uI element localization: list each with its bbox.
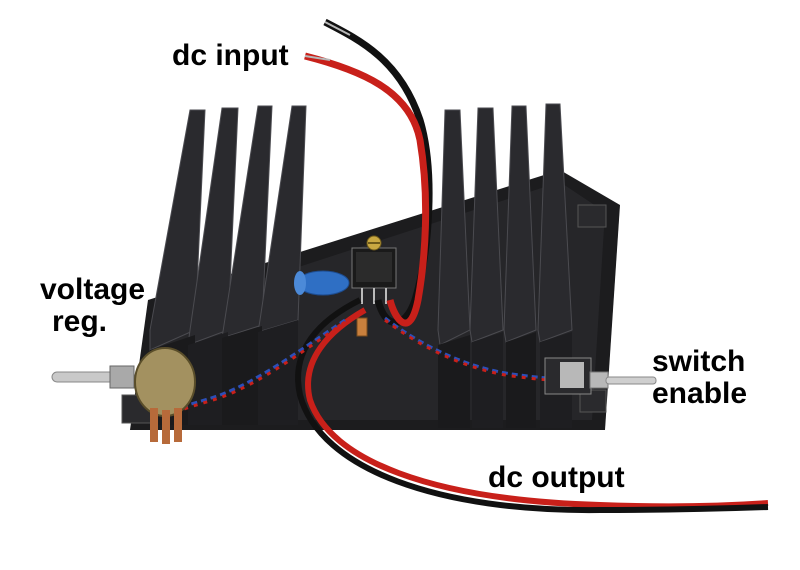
dc-output-wires — [295, 297, 769, 514]
potentiometer — [51, 347, 196, 444]
switch-label: switch — [652, 345, 746, 378]
dc-input-label: dc input — [172, 39, 289, 72]
signal-wires — [174, 316, 556, 414]
heatsink-fins-right — [437, 103, 573, 428]
regulator-ic — [351, 235, 397, 304]
capacitor — [294, 270, 350, 296]
resistor — [356, 317, 368, 337]
toggle-switch — [544, 357, 657, 395]
reg-label: reg. — [52, 305, 108, 338]
dc-input-wires — [304, 18, 433, 327]
dc-output-label: dc output — [488, 461, 625, 494]
enable-label: enable — [652, 377, 748, 410]
voltage-label: voltage — [40, 273, 146, 306]
